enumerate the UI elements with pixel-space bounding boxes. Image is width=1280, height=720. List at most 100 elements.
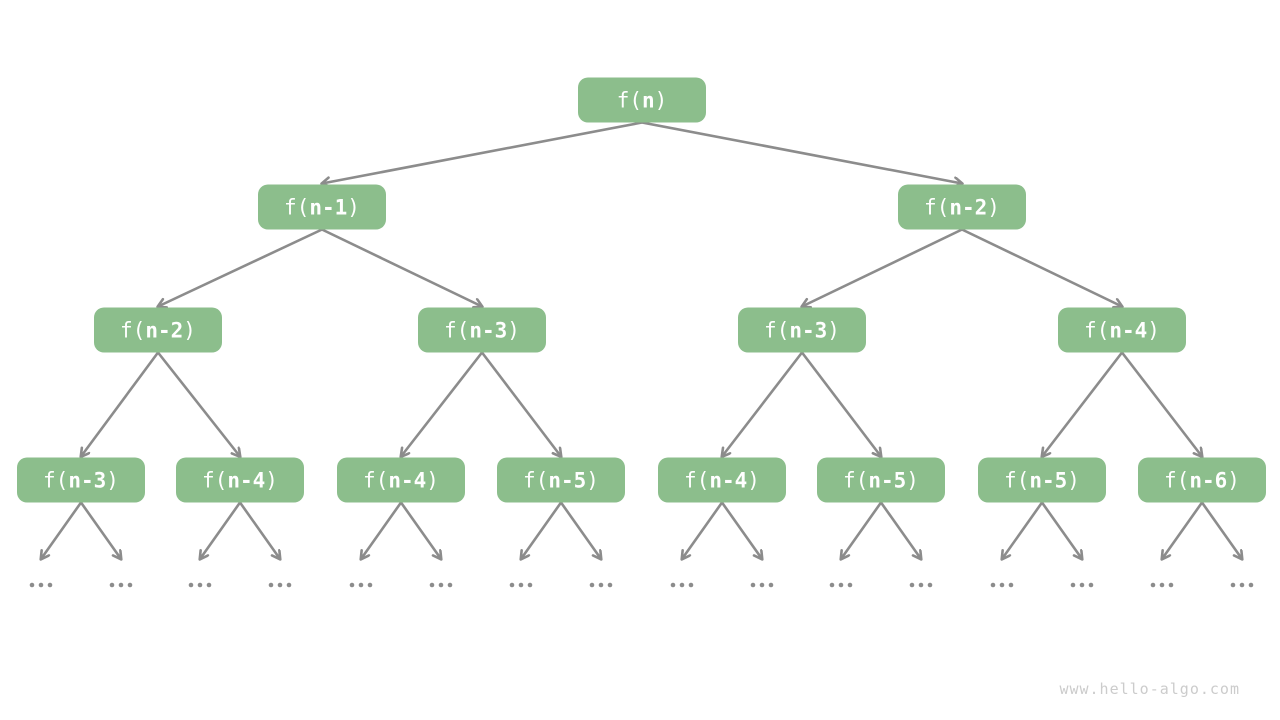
tree-node-fn-5: f(n-5) [497, 457, 625, 503]
ellipsis-dot [598, 582, 604, 588]
edge-arrow [800, 351, 881, 457]
edge-arrow [158, 228, 323, 307]
ellipsis-dot [750, 582, 756, 588]
node-box [337, 457, 465, 503]
ellipsis-dot [509, 582, 515, 588]
ellipsis-dot [268, 582, 274, 588]
tree-node-fn-5: f(n-5) [978, 457, 1106, 503]
ellipsis-dot [1150, 582, 1156, 588]
ellipsis-dot [127, 582, 133, 588]
node-box [898, 184, 1026, 230]
edge-arrow [1042, 351, 1124, 457]
tree-node-fn-2: f(n-2) [94, 307, 222, 353]
tree-node-fn-4: f(n-4) [337, 457, 465, 503]
nodes-layer: f(n)f(n-1)f(n-2)f(n-2)f(n-3)f(n-3)f(n-4)… [17, 77, 1266, 503]
node-label: f(n-3) [43, 469, 119, 493]
ellipsis-dot [358, 582, 364, 588]
ellipsis-dot [847, 582, 853, 588]
ellipsis-dot [688, 582, 694, 588]
node-box [578, 77, 706, 123]
edge-arrow [480, 351, 561, 457]
edge-arrow [961, 228, 1122, 307]
node-label: f(n-3) [444, 319, 520, 343]
ellipsis-dot [670, 582, 676, 588]
ellipsis-dots [29, 582, 53, 588]
node-label: f(n-4) [363, 469, 439, 493]
edge-arrow [722, 351, 804, 457]
edge-arrow [321, 228, 482, 307]
ellipsis-dot [918, 582, 924, 588]
ellipsis-dot [768, 582, 774, 588]
edge-arrow [1120, 351, 1202, 457]
tree-node-fn: f(n) [578, 77, 706, 123]
tree-node-fn-3: f(n-3) [418, 307, 546, 353]
ellipsis-dots [429, 582, 453, 588]
leaf-edge-arrow [521, 501, 563, 560]
ellipsis-dot [429, 582, 435, 588]
ellipsis-dots [109, 582, 133, 588]
ellipsis-dot [607, 582, 613, 588]
leaf-edge-arrow [79, 501, 121, 560]
ellipsis-dots [1070, 582, 1094, 588]
ellipsis-dot [1230, 582, 1236, 588]
ellipsis-dots [670, 582, 694, 588]
watermark-url: www.hello-algo.com [1059, 680, 1240, 698]
tree-node-fn-3: f(n-3) [17, 457, 145, 503]
leaf-edge-arrow [879, 501, 921, 560]
node-label: f(n-5) [523, 469, 599, 493]
node-box [17, 457, 145, 503]
ellipsis-dot [188, 582, 194, 588]
ellipsis-dot [438, 582, 444, 588]
ellipsis-dot [447, 582, 453, 588]
leaf-edge-arrow [361, 501, 403, 560]
edge-arrow [322, 121, 643, 184]
tree-node-fn-4: f(n-4) [658, 457, 786, 503]
ellipsis-dots [188, 582, 212, 588]
leaf-edge-arrow [41, 501, 83, 560]
node-label: f(n-6) [1164, 469, 1240, 493]
edges-layer [41, 121, 1242, 560]
edge-arrow [641, 121, 962, 184]
ellipsis-dot [367, 582, 373, 588]
ellipsis-dot [1248, 582, 1254, 588]
ellipsis-dots [1230, 582, 1254, 588]
node-box [978, 457, 1106, 503]
ellipsis-layer [29, 582, 1254, 588]
leaf-edge-arrow [200, 501, 242, 560]
ellipsis-dot [1079, 582, 1085, 588]
ellipsis-dot [197, 582, 203, 588]
ellipsis-dot [38, 582, 44, 588]
ellipsis-dot [909, 582, 915, 588]
ellipsis-dots [589, 582, 613, 588]
node-box [418, 307, 546, 353]
edge-arrow [802, 228, 963, 307]
leaf-edge-arrow [238, 501, 280, 560]
node-label: f(n-2) [120, 319, 196, 343]
node-box [176, 457, 304, 503]
ellipsis-dot [990, 582, 996, 588]
tree-node-fn-4: f(n-4) [176, 457, 304, 503]
node-label: f(n-2) [924, 196, 1000, 220]
edge-arrow [401, 351, 484, 457]
node-label: f(n-4) [1084, 319, 1160, 343]
ellipsis-dot [349, 582, 355, 588]
node-box [1138, 457, 1266, 503]
leaf-edge-arrow [720, 501, 762, 560]
ellipsis-dot [927, 582, 933, 588]
ellipsis-dot [277, 582, 283, 588]
leaf-edge-arrow [841, 501, 883, 560]
node-box [94, 307, 222, 353]
node-label: f(n-5) [1004, 469, 1080, 493]
ellipsis-dot [1088, 582, 1094, 588]
ellipsis-dot [1239, 582, 1245, 588]
node-label: f(n-5) [843, 469, 919, 493]
leaf-edge-arrow [399, 501, 441, 560]
ellipsis-dot [527, 582, 533, 588]
ellipsis-dots [1150, 582, 1174, 588]
ellipsis-dot [999, 582, 1005, 588]
leaf-edge-arrow [682, 501, 724, 560]
node-box [817, 457, 945, 503]
ellipsis-dots [750, 582, 774, 588]
ellipsis-dots [990, 582, 1014, 588]
ellipsis-dots [909, 582, 933, 588]
